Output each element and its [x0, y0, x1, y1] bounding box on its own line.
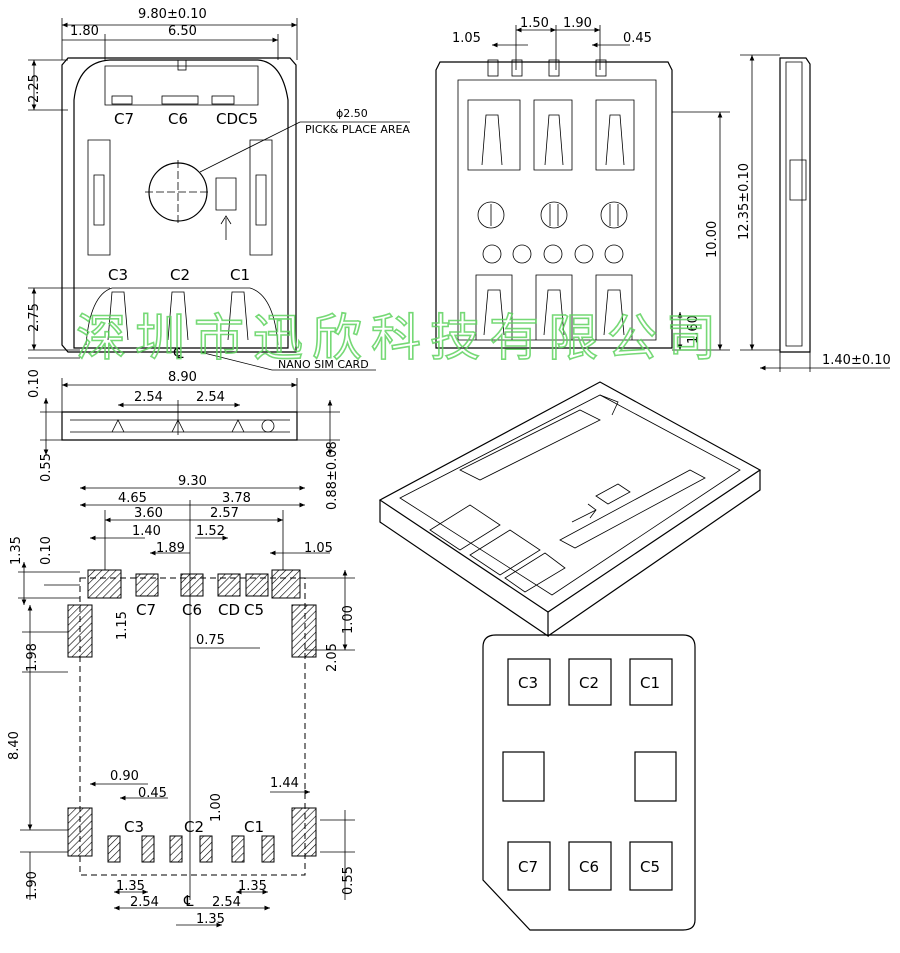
dim-left-offset: 1.80 [70, 24, 99, 39]
fp-pads-top [87, 569, 301, 599]
fp-dim-b: 2.57 [210, 506, 239, 521]
nano-sim-label: NANO SIM CARD [278, 358, 369, 371]
dim-side-height-right: 0.88±0.08 [325, 441, 340, 510]
pin-top-c5: C5 [238, 110, 258, 128]
pin-bottom-c3: C3 [108, 266, 128, 284]
pick-place-label: PICK& PLACE AREA [305, 123, 410, 136]
card-pin-c1: C1 [640, 674, 660, 692]
pin-bottom-c1: C1 [230, 266, 250, 284]
fp-dim-c: 1.40 [132, 524, 161, 539]
fp-dim-y: 1.35 [196, 912, 225, 927]
card-pin-c2: C2 [579, 674, 599, 692]
end-view: 1.40±0.10 [760, 57, 891, 372]
watermark: 深圳市迅欣科技有限公司 [76, 309, 725, 367]
dim-back-h3: 12.35±0.10 [737, 163, 752, 240]
centerline-top: ℄ [173, 344, 184, 362]
fp-dim-g: 1.35 [9, 536, 24, 565]
pin-bottom-c2: C2 [170, 266, 190, 284]
fp-centerline: ℄ [183, 892, 194, 910]
dim-side-pitch-right: 2.54 [196, 390, 225, 405]
dim-back-h2: 1.60 [686, 315, 701, 344]
dim-side-pitch-left: 2.54 [134, 390, 163, 405]
dim-back-d4: 0.45 [623, 31, 652, 46]
pin-top-c6: C6 [168, 110, 188, 128]
footprint-view: 9.30 4.65 3.78 3.60 2.57 1.40 1.52 1.89 … [7, 474, 356, 928]
card-pin-c3: C3 [518, 674, 538, 692]
fp-dim-t: 0.55 [341, 866, 356, 895]
fp-dim-h: 0.10 [39, 536, 54, 565]
pin-top-c7: C7 [114, 110, 134, 128]
dim-end-thickness: 1.40±0.10 [822, 353, 891, 368]
dim-back-h1: 10.00 [705, 221, 720, 258]
fp-dim-right-half: 3.78 [222, 491, 251, 506]
fp-dim-d: 1.52 [196, 524, 225, 539]
dim-overall-width: 9.80±0.10 [138, 7, 207, 22]
pick-place-dia: ϕ2.50 [336, 107, 368, 120]
fp-dim-q: 1.00 [209, 793, 224, 822]
dim-back-d3: 1.90 [563, 16, 592, 31]
fp-dim-j: 1.00 [341, 605, 356, 634]
dim-back-d1: 1.05 [452, 31, 481, 46]
fp-dim-k: 0.75 [196, 633, 225, 648]
card-pin-c7: C7 [518, 858, 538, 876]
fp-pin-c6: C6 [182, 601, 202, 619]
fp-pin-c2: C2 [184, 818, 204, 836]
fp-pin-cd: CD [218, 601, 240, 619]
fp-dim-f: 1.05 [304, 541, 333, 556]
card-pin-c6: C6 [579, 858, 599, 876]
fp-dim-n: 8.40 [7, 731, 22, 760]
fp-dim-m: 2.05 [325, 643, 340, 672]
back-view: 1.05 1.50 1.90 0.45 [435, 16, 780, 351]
fp-pads-bottom [107, 835, 275, 863]
dim-top-height: 2.25 [27, 74, 42, 103]
dim-side-width: 8.90 [168, 370, 197, 385]
fp-dim-a: 3.60 [134, 506, 163, 521]
pin-top-cd: CD [216, 110, 238, 128]
fp-dim-e: 1.89 [156, 541, 185, 556]
card-layout: C3 C2 C1 C7 C6 C5 [482, 634, 696, 931]
fp-dim-x: 2.54 [212, 895, 241, 910]
card-pin-c5: C5 [640, 858, 660, 876]
fp-dim-total: 9.30 [178, 474, 207, 489]
fp-dim-v: 1.35 [238, 879, 267, 894]
fp-pin-c3: C3 [124, 818, 144, 836]
side-view: 8.90 2.54 2.54 0.55 0.88±0.08 [39, 370, 340, 510]
fp-dim-p: 0.45 [138, 786, 167, 801]
isometric-view [378, 381, 762, 638]
top-view: 9.80±0.10 1.80 6.50 2.25 2.75 0.10 C7 C6… [27, 7, 410, 398]
dim-bottom-gap: 0.10 [27, 369, 42, 398]
fp-dim-o: 0.90 [110, 769, 139, 784]
fp-dim-u: 1.35 [116, 879, 145, 894]
fp-dim-l: 1.98 [25, 643, 40, 672]
dim-side-height-left: 0.55 [39, 453, 54, 482]
fp-pin-c7: C7 [136, 601, 156, 619]
dim-back-d2: 1.50 [520, 16, 549, 31]
fp-dim-r: 1.44 [270, 776, 299, 791]
fp-dim-left-half: 4.65 [118, 491, 147, 506]
fp-dim-s: 1.90 [25, 871, 40, 900]
dim-bottom-height: 2.75 [27, 303, 42, 332]
dim-pitch: 6.50 [168, 24, 197, 39]
fp-pin-c5: C5 [244, 601, 264, 619]
fp-dim-i: 1.15 [115, 611, 130, 640]
fp-dim-w: 2.54 [130, 895, 159, 910]
fp-pin-c1: C1 [244, 818, 264, 836]
